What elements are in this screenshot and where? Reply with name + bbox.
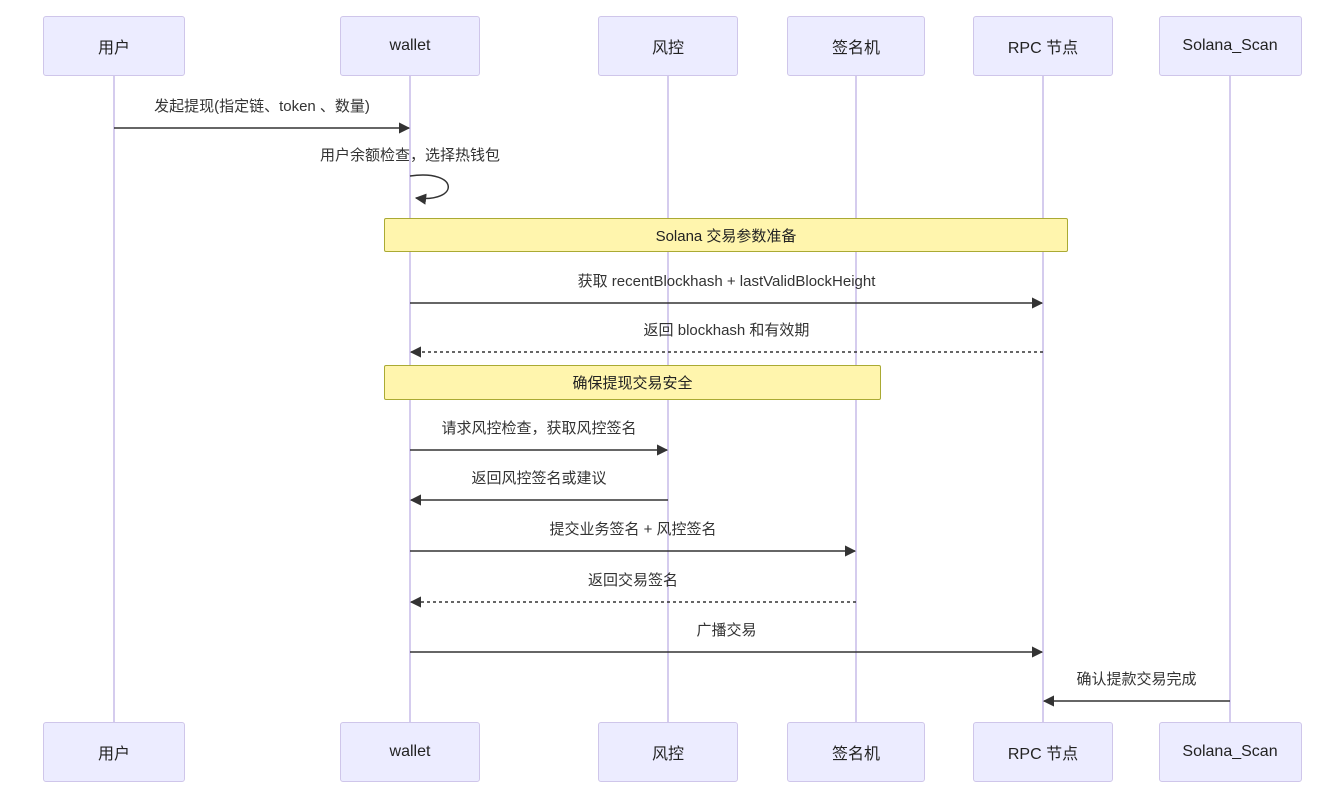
actor-user-bottom: 用户 — [43, 722, 185, 782]
message-label-3: 返回 blockhash 和有效期 — [643, 322, 810, 339]
actor-risk-top: 风控 — [598, 16, 738, 76]
message-label-6: 提交业务签名 + 风控签名 — [549, 521, 717, 538]
actor-label-wallet-top: wallet — [389, 37, 431, 54]
actor-label-rpc-bottom: RPC 节点 — [1007, 746, 1079, 763]
message-label-2: 获取 recentBlockhash + lastValidBlockHeigh… — [577, 273, 876, 290]
actor-rpc-bottom: RPC 节点 — [973, 722, 1113, 782]
note-box-1: 确保提现交易安全 — [384, 365, 881, 400]
actor-signer-bottom: 签名机 — [787, 722, 925, 782]
message-selfloop-1 — [409, 174, 449, 205]
message-label-7: 返回交易签名 — [587, 572, 679, 589]
message-label-0: 发起提现(指定链、token 、数量) — [154, 98, 370, 115]
message-label-1: 用户余额检查，选择热钱包 — [319, 147, 501, 164]
actor-label-signer-bottom: 签名机 — [831, 746, 880, 763]
actor-risk-bottom: 风控 — [598, 722, 738, 782]
actor-label-rpc-top: RPC 节点 — [1007, 40, 1079, 57]
actor-label-risk-top: 风控 — [651, 40, 684, 57]
actor-wallet-bottom: wallet — [340, 722, 480, 782]
actor-label-signer-top: 签名机 — [831, 40, 880, 57]
actor-label-risk-bottom: 风控 — [651, 746, 684, 763]
message-label-4: 请求风控检查，获取风控签名 — [441, 420, 637, 437]
message-label-8: 广播交易 — [696, 622, 757, 639]
actor-label-user-bottom: 用户 — [97, 746, 130, 763]
actor-scan-bottom: Solana_Scan — [1158, 722, 1302, 782]
actor-scan-top: Solana_Scan — [1158, 16, 1302, 76]
actor-label-scan-top: Solana_Scan — [1182, 37, 1278, 54]
message-label-9: 确认提款交易完成 — [1076, 671, 1197, 688]
actor-signer-top: 签名机 — [787, 16, 925, 76]
actor-label-wallet-bottom: wallet — [389, 743, 431, 760]
actor-label-scan-bottom: Solana_Scan — [1182, 743, 1278, 760]
actor-rpc-top: RPC 节点 — [973, 16, 1113, 76]
actor-user-top: 用户 — [43, 16, 185, 76]
note-box-0: Solana 交易参数准备 — [384, 218, 1068, 252]
message-label-5: 返回风控签名或建议 — [471, 470, 607, 487]
actor-wallet-top: wallet — [340, 16, 480, 76]
actor-label-user-top: 用户 — [97, 40, 130, 57]
